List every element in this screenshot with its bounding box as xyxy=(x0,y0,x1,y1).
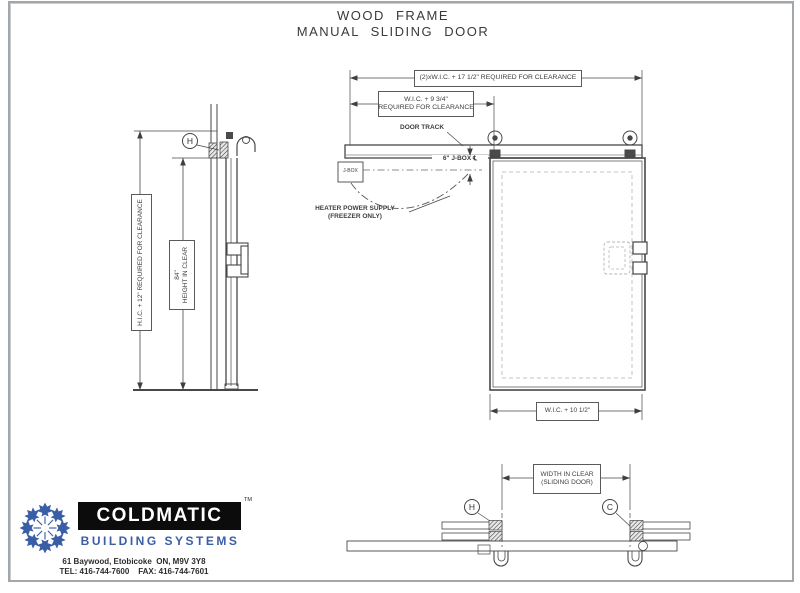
sheet-border xyxy=(8,1,794,582)
front-view xyxy=(337,70,648,420)
opening-hidden-line xyxy=(501,171,633,379)
marker-c-plan: C xyxy=(602,499,618,515)
heater-label: HEATER POWER SUPPLY (FREEZER ONLY) xyxy=(298,205,412,221)
heater-line2: (FREEZER ONLY) xyxy=(328,213,382,221)
snowflake-logo xyxy=(19,502,71,554)
height-in-clear: HEIGHT IN CLEAR xyxy=(182,246,189,304)
dim-clearance-label: H.I.C. + 12" REQUIRED FOR CLEARANCE xyxy=(131,194,152,331)
heater-line1: HEATER POWER SUPPLY xyxy=(315,205,395,212)
width-in-clear-line1: WIDTH IN CLEAR xyxy=(540,470,594,478)
jbox-label: J-BOX xyxy=(343,168,358,174)
marker-h-side: H xyxy=(182,133,198,149)
jamb-left xyxy=(441,520,503,542)
jamb-right xyxy=(629,520,691,542)
floor-guide-right xyxy=(627,551,643,567)
plan-c-leader xyxy=(615,512,632,528)
brand-contact: TEL: 416-744-7600 FAX: 416-744-7601 xyxy=(59,567,209,576)
dim-height-label: 84" HEIGHT IN CLEAR xyxy=(169,240,195,310)
trolley-hanger-left xyxy=(487,130,503,158)
floor-guide-left xyxy=(493,551,509,567)
dim-width-label: W.I.C. + 10 1/2" xyxy=(536,402,599,421)
heater-cable-arc xyxy=(350,173,469,209)
trademark-symbol: TM xyxy=(244,497,252,503)
width-in-clear-line2: (SLIDING DOOR) xyxy=(541,479,593,486)
brand-tagline: BUILDING SYSTEMS xyxy=(80,534,240,548)
track-bracket xyxy=(208,142,218,159)
door-handle-side xyxy=(226,242,249,278)
trolley-hook-side xyxy=(236,136,256,156)
dim-partial-line1: W.I.C. + 9 3/4" xyxy=(404,95,448,103)
trolley-hanger-right xyxy=(622,130,638,158)
door-track-label: DOOR TRACK xyxy=(400,124,445,131)
dim-partial-label: W.I.C. + 9 3/4" REQUIRED FOR CLEARANCE xyxy=(378,91,474,117)
heater-leader xyxy=(408,195,451,213)
plan-view xyxy=(346,464,691,567)
dim-overall-label: (2)xW.I.C. + 17 1/2" REQUIRED FOR CLEARA… xyxy=(414,70,582,87)
dim-partial-line2: REQUIRED FOR CLEARANCE xyxy=(378,104,474,111)
title-line2: MANUAL SLIDING DOOR xyxy=(296,24,490,40)
dim-width-clear-label: WIDTH IN CLEAR (SLIDING DOOR) xyxy=(533,464,601,494)
door-handle-front xyxy=(603,241,648,275)
title-line1: WOOD FRAME xyxy=(337,8,449,23)
door-slab-plan xyxy=(346,540,678,552)
brand-name: COLDMATIC xyxy=(96,505,223,526)
jbox xyxy=(337,161,364,183)
brand-address: 61 Baywood, Etobicoke ON, M9V 3Y8 xyxy=(62,557,206,566)
jbox-offset-label: 6" J-BOX ℄ xyxy=(432,155,488,164)
door-track-leader xyxy=(446,131,464,147)
marker-h-plan: H xyxy=(464,499,480,515)
height-value: 84" xyxy=(173,270,181,280)
drawing-title: WOOD FRAME MANUAL SLIDING DOOR xyxy=(243,8,543,41)
marker-h-leader xyxy=(196,144,220,151)
brand-logo-plate: COLDMATIC xyxy=(78,502,241,530)
